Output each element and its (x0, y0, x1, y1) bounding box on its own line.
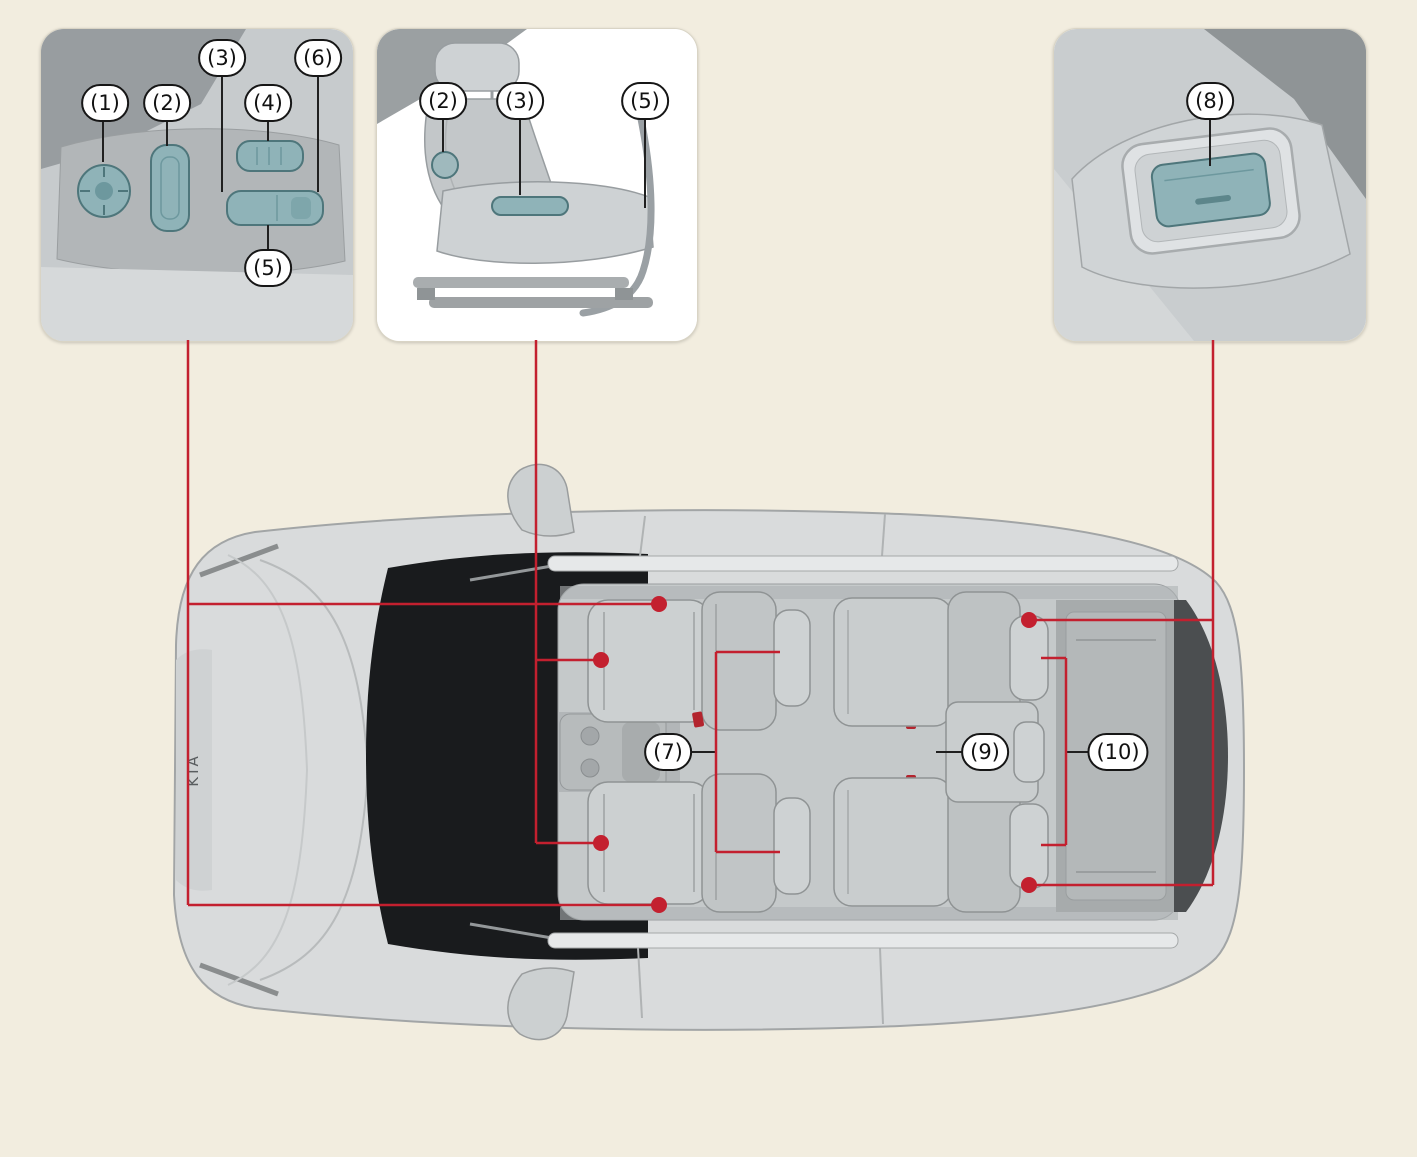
seat-slide-knob (77, 164, 131, 218)
vehicle-badge: KIA (184, 753, 202, 787)
headrest-rear-center (1013, 721, 1045, 783)
callout-label: (2) (428, 89, 458, 113)
rear-bench (833, 591, 1049, 913)
callout-label: (4) (253, 91, 283, 115)
seat-rail-1 (413, 277, 629, 288)
headlight-left (199, 543, 279, 578)
armrest-switch-art (1054, 29, 1366, 341)
callout-3b: (3) (496, 82, 544, 120)
walk-in-switch (1150, 152, 1271, 228)
callout-6: (6) (294, 39, 342, 77)
height-lever (491, 196, 569, 216)
callout-label: (5) (253, 256, 283, 280)
headrest-front-bottom (773, 797, 811, 895)
callout-label: (8) (1195, 89, 1225, 113)
callout-9: (9) (961, 733, 1009, 771)
callout-2: (2) (143, 84, 191, 122)
side-mirror-right (507, 967, 575, 1041)
rear-window (1174, 600, 1228, 912)
callout-label: (5) (630, 89, 660, 113)
front-bumper (176, 649, 212, 891)
callout-3: (3) (198, 39, 246, 77)
seat-belt-buckles (692, 711, 916, 790)
red-locator-lines (186, 340, 1215, 907)
callout-1: (1) (81, 84, 129, 122)
inset-armrest-switch (1053, 28, 1367, 342)
recline-knob (431, 151, 459, 179)
manual-seat-art (377, 29, 697, 341)
a-pillar-right (469, 922, 553, 940)
a-pillar-left (469, 564, 553, 582)
sill-top (560, 586, 1178, 599)
callout-label: (3) (207, 46, 237, 70)
roof-rail-left (547, 555, 1179, 572)
power-seat-controls-art (41, 29, 353, 341)
switch-bezel (1121, 127, 1301, 255)
callout-5: (5) (244, 249, 292, 287)
headrest-rear-top (1009, 615, 1049, 701)
cushion-switch (226, 190, 324, 226)
lumbar-switch (236, 140, 304, 172)
callout-label: (9) (970, 740, 1000, 764)
front-seat-top (587, 591, 811, 731)
callout-7: (7) (644, 733, 692, 771)
callout-8: (8) (1186, 82, 1234, 120)
inset-manual-seat-controls (376, 28, 698, 342)
headlight-right (199, 962, 279, 997)
recline-lever (150, 144, 190, 232)
headrest-front-top (773, 609, 811, 707)
sill-bottom (560, 907, 1178, 920)
callout-label: (10) (1096, 740, 1140, 764)
headrest-rear-bottom (1009, 803, 1049, 889)
seat-cushion (436, 181, 654, 264)
side-mirror-left (507, 463, 575, 537)
hood-crease-2 (227, 554, 309, 986)
car-body (172, 509, 1246, 1031)
seat-headrest (434, 42, 520, 92)
hood-crease (259, 559, 370, 981)
front-seat-bottom (587, 773, 811, 913)
seat-rail-2 (429, 297, 653, 308)
inset-power-seat-controls (40, 28, 354, 342)
callout-label: (3) (505, 89, 535, 113)
roof-rail-right (547, 932, 1179, 949)
callout-2b: (2) (419, 82, 467, 120)
windshield-glass-roof (366, 552, 648, 960)
callout-10: (10) (1087, 733, 1149, 771)
callout-label: (7) (653, 740, 683, 764)
callout-label: (2) (152, 91, 182, 115)
callout-label: (1) (90, 91, 120, 115)
callout-4: (4) (244, 84, 292, 122)
callout-5b: (5) (621, 82, 669, 120)
callout-label: (6) (303, 46, 333, 70)
